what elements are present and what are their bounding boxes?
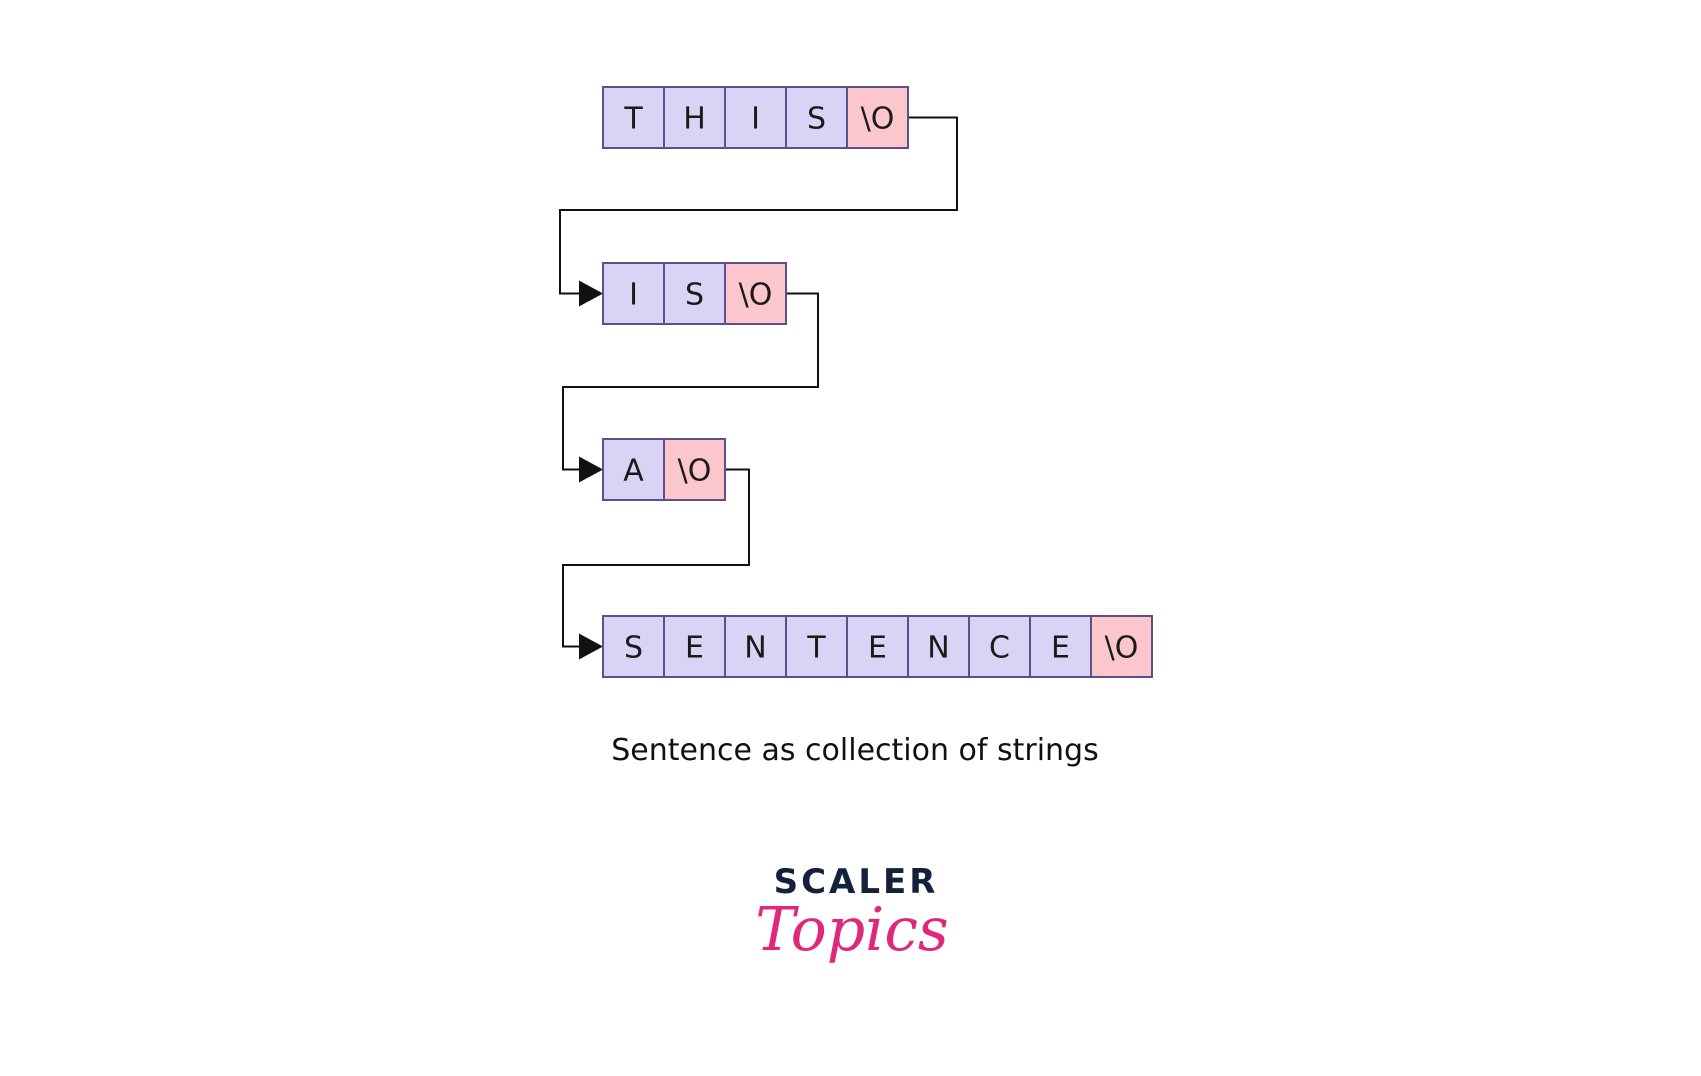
- scaler-topics-logo: SCALER Topics: [755, 862, 948, 965]
- char-cell: [846, 615, 909, 678]
- arrow-head-icon: [579, 456, 603, 483]
- char-label: A: [623, 454, 644, 489]
- null-terminator-cell: [724, 262, 787, 325]
- null-terminator-label: \O: [861, 102, 895, 137]
- arrow-head-icon: [579, 280, 603, 307]
- char-label: T: [623, 102, 643, 137]
- char-cell: [663, 86, 726, 149]
- connector-line: [562, 468, 750, 648]
- null-terminator-cell: [663, 438, 726, 501]
- null-terminator-label: \O: [1105, 631, 1139, 666]
- char-label: C: [989, 631, 1010, 666]
- char-cell: [785, 86, 848, 149]
- string-row: T H I S \O: [602, 86, 909, 149]
- char-cell: [1029, 615, 1092, 678]
- null-terminator-label: \O: [739, 278, 773, 313]
- char-cell: [602, 438, 665, 501]
- char-label: S: [685, 278, 704, 313]
- char-cell: [785, 615, 848, 678]
- string-cells: T H I S \O I S \O A \O S E N T E N C E \O: [602, 86, 1153, 678]
- null-terminator-label: \O: [678, 454, 712, 489]
- string-row: S E N T E N C E \O: [602, 615, 1153, 678]
- char-label: E: [868, 631, 887, 666]
- connectors: [559, 116, 958, 660]
- char-cell: [602, 615, 665, 678]
- connector-line: [559, 116, 958, 295]
- diagram-caption: Sentence as collection of strings: [611, 733, 1098, 768]
- char-label: N: [744, 631, 766, 666]
- char-label: S: [807, 102, 826, 137]
- logo-topics-text: Topics: [755, 895, 948, 965]
- connector-line: [562, 292, 819, 471]
- char-cell: [968, 615, 1031, 678]
- null-terminator-cell: [846, 86, 909, 149]
- string-row: I S \O: [602, 262, 787, 325]
- char-cell: [724, 86, 787, 149]
- char-label: I: [629, 278, 638, 313]
- char-cell: [724, 615, 787, 678]
- char-cell: [602, 262, 665, 325]
- char-cell: [663, 615, 726, 678]
- char-label: E: [1051, 631, 1070, 666]
- char-label: T: [806, 631, 826, 666]
- null-terminator-cell: [1090, 615, 1153, 678]
- logo-scaler-text: SCALER: [774, 862, 939, 902]
- arrow-head-icon: [579, 633, 603, 660]
- string-row: A \O: [602, 438, 726, 501]
- char-label: S: [624, 631, 643, 666]
- char-label: E: [685, 631, 704, 666]
- char-label: H: [683, 102, 706, 137]
- char-cell: [602, 86, 665, 149]
- char-cell: [907, 615, 970, 678]
- char-label: I: [751, 102, 760, 137]
- char-label: N: [927, 631, 949, 666]
